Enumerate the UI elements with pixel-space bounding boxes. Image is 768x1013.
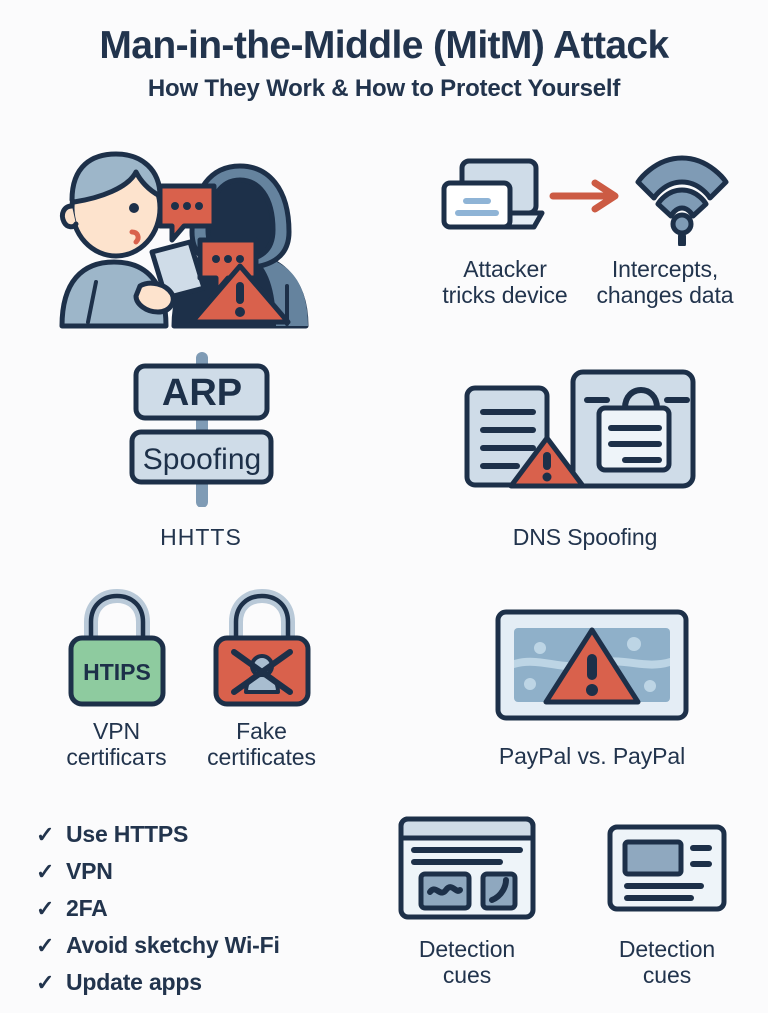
flow-step-two-label: Intercepts, changes data	[596, 256, 734, 309]
arp-caption: HHTTS	[160, 524, 242, 550]
people-scene	[44, 136, 364, 336]
detection-cue-card: Detection cues	[582, 812, 752, 989]
detection-cues-group: Detection cues	[382, 812, 752, 989]
browser-window-icon	[398, 816, 536, 920]
secure-lock-caption: VPN certificaтs	[66, 718, 167, 771]
screen-warning-icon	[495, 609, 689, 721]
list-item-label: Avoid sketchy Wi-Fi	[66, 932, 280, 958]
list-item: ✓ VPN	[36, 853, 366, 890]
paypal-caption: PayPal vs. PayPal	[498, 743, 686, 769]
attack-flow-icons	[430, 146, 740, 246]
check-icon: ✓	[36, 932, 55, 958]
attack-flow: Attacker tricks device Intercepts, chang…	[430, 146, 740, 309]
row-protection: ✓ Use HTTPS ✓ VPN ✓ 2FA ✓ Avoid sketchy …	[0, 812, 768, 1013]
page-title: Man-in-the-Middle (MitM) Attack	[99, 24, 669, 67]
list-item: ✓ Use HTTPS	[36, 816, 366, 853]
list-item: ✓ Avoid sketchy Wi-Fi	[36, 927, 366, 964]
row-overview: Attacker tricks device Intercepts, chang…	[0, 132, 768, 332]
check-icon: ✓	[36, 858, 55, 884]
list-item: ✓ Update apps	[36, 964, 366, 1001]
row-certificates: HTIPS	[0, 588, 768, 813]
list-item-label: Use HTTPS	[66, 821, 189, 847]
dns-caption: DNS Spoofing	[512, 524, 658, 550]
road-sign-icon: ARP Spoofing	[129, 352, 273, 508]
check-icon: ✓	[36, 895, 55, 921]
right-arrow-icon	[549, 179, 619, 213]
paypal-block: PayPal vs. PayPal	[452, 606, 732, 769]
list-item-label: 2FA	[66, 895, 108, 921]
fake-lock-caption: Fake certificates	[207, 718, 316, 771]
padlock-secure-icon: HTIPS	[68, 589, 165, 707]
dns-spoofing-icon	[464, 369, 696, 489]
arp-spoofing-block: ARP Spoofing HHTTS	[76, 352, 326, 550]
check-icon: ✓	[36, 969, 55, 995]
row-spoofing: ARP Spoofing HHTTS	[0, 352, 768, 567]
locks-icons: HTIPS	[44, 588, 334, 708]
header: Man-in-the-Middle (MitM) Attack How They…	[0, 0, 768, 103]
card-panel-icon	[607, 824, 727, 912]
detection-cue-caption: Detection cues	[618, 936, 716, 989]
list-item: ✓ 2FA	[36, 890, 366, 927]
cross-out-icon	[230, 649, 293, 695]
flow-step-one-label: Attacker tricks device	[442, 256, 568, 309]
laptop-icon	[441, 158, 545, 230]
page-subtitle: How They Work & How to Protect Yourself	[147, 74, 621, 102]
secure-lock-label: HTIPS	[83, 659, 151, 685]
people-scene-svg	[59, 151, 309, 329]
check-icon: ✓	[36, 821, 55, 847]
locks-group: HTIPS	[44, 588, 334, 771]
list-item-label: VPN	[66, 858, 113, 884]
locks-labels: VPN certificaтs Fake certificates	[44, 718, 334, 771]
attack-flow-labels: Attacker tricks device Intercepts, chang…	[430, 256, 740, 309]
list-item-label: Update apps	[66, 969, 202, 995]
dns-spoofing-block: DNS Spoofing	[440, 360, 730, 550]
detection-cue-caption: Detection cues	[418, 936, 516, 989]
protection-checklist: ✓ Use HTTPS ✓ VPN ✓ 2FA ✓ Avoid sketchy …	[36, 816, 366, 1001]
detection-cue-browser: Detection cues	[382, 812, 552, 989]
arp-sign-bottom-text: Spoofing	[142, 443, 260, 476]
arp-sign-top-text: ARP	[161, 372, 241, 414]
wifi-icon	[635, 155, 729, 246]
padlock-fake-icon	[213, 589, 310, 707]
